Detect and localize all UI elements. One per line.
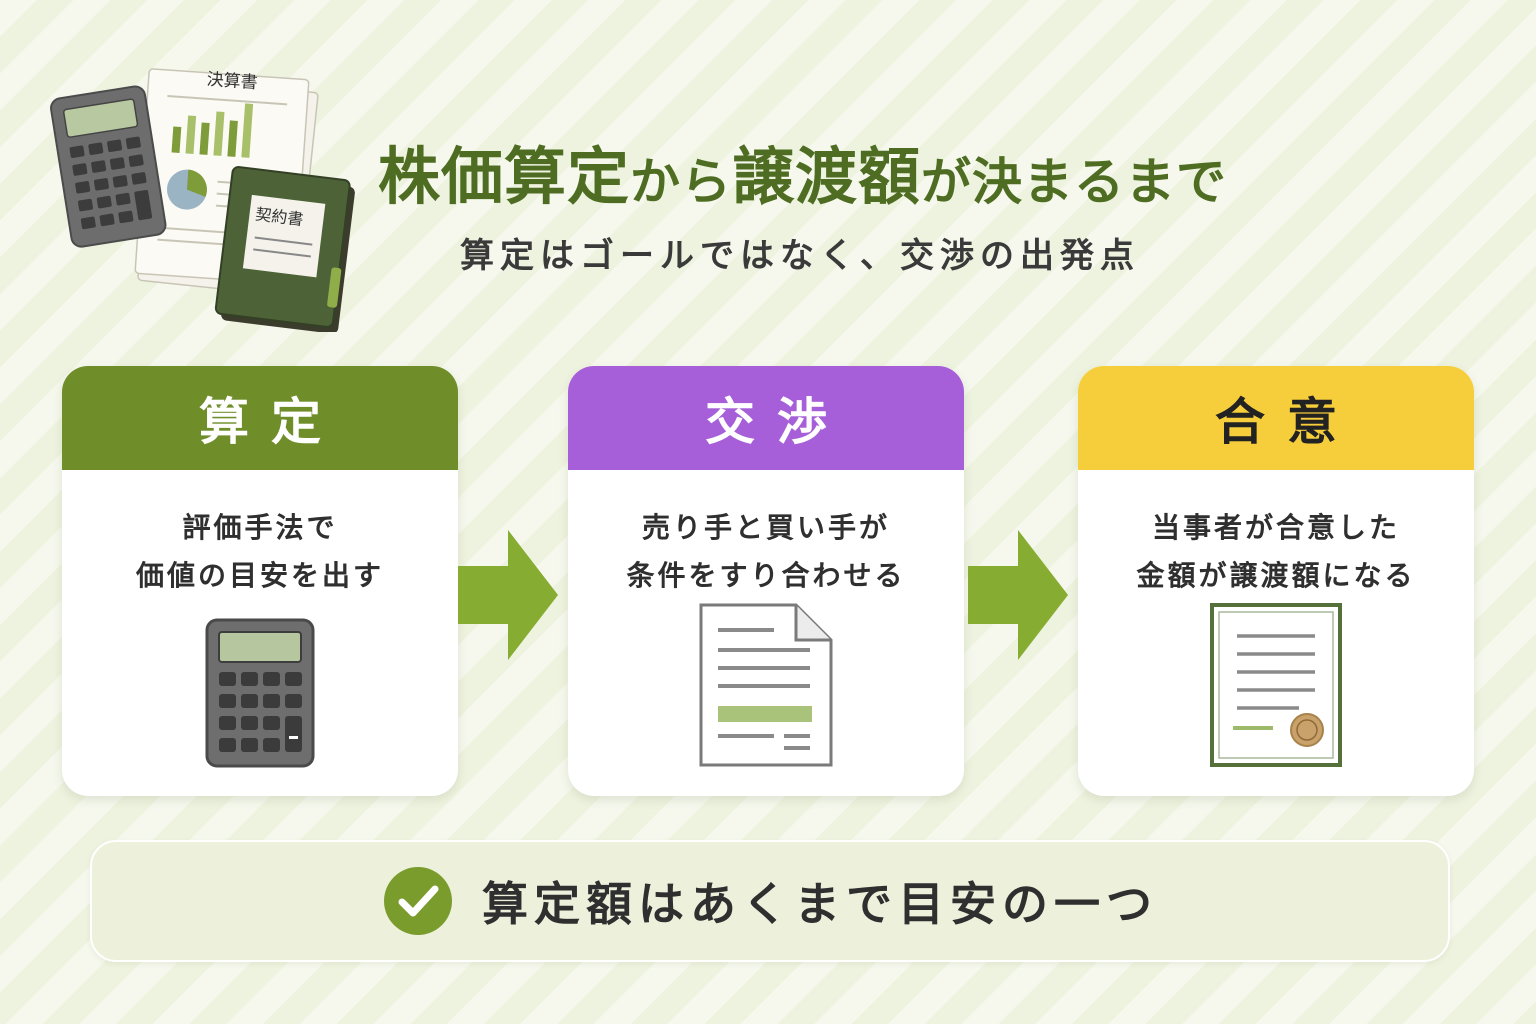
title-part-2: から bbox=[630, 152, 733, 211]
step-description: 当事者が合意した 金額が譲渡額になる bbox=[1078, 504, 1474, 600]
step-desc-line-2: 価値の目安を出す bbox=[135, 559, 384, 592]
title-part-4: が決まるまで bbox=[921, 152, 1228, 211]
step-label: 合意 bbox=[1215, 393, 1359, 451]
certificate-icon bbox=[1210, 603, 1342, 767]
step-label: 交渉 bbox=[705, 393, 849, 451]
calculator-icon bbox=[50, 85, 167, 248]
step-desc-line-1: 評価手法で bbox=[182, 511, 338, 544]
page-subtitle: 算定はゴールではなく、交渉の出発点 bbox=[460, 236, 1140, 276]
title-part-1: 株価算定 bbox=[378, 140, 631, 213]
step-desc-line-2: 金額が譲渡額になる bbox=[1136, 559, 1416, 592]
check-circle-icon bbox=[384, 867, 452, 935]
step-desc-line-1: 売り手と買い手が bbox=[641, 511, 890, 544]
calculator-icon bbox=[205, 618, 315, 768]
step-desc-line-1: 当事者が合意した bbox=[1151, 511, 1400, 544]
document-icon bbox=[699, 603, 833, 767]
step-header: 交渉 bbox=[568, 366, 964, 470]
step-label: 算定 bbox=[199, 393, 343, 451]
arrow-right-icon bbox=[968, 530, 1068, 660]
title-part-3: 譲渡額 bbox=[732, 140, 922, 213]
documents-illustration: 決算書 bbox=[50, 68, 355, 332]
report-label: 決算書 bbox=[206, 70, 258, 94]
step-card-calculation: 算定 評価手法で 価値の目安を出す bbox=[62, 366, 458, 796]
step-card-agreement: 合意 当事者が合意した 金額が譲渡額になる bbox=[1078, 366, 1474, 796]
step-description: 評価手法で 価値の目安を出す bbox=[62, 504, 458, 600]
conclusion-banner: 算定額はあくまで目安の一つ bbox=[90, 840, 1450, 962]
contract-book-icon: 契約書 bbox=[214, 166, 355, 332]
step-header: 算定 bbox=[62, 366, 458, 470]
step-card-negotiation: 交渉 売り手と買い手が 条件をすり合わせる bbox=[568, 366, 964, 796]
step-desc-line-2: 条件をすり合わせる bbox=[626, 559, 906, 592]
step-header: 合意 bbox=[1078, 366, 1474, 470]
conclusion-text: 算定額はあくまで目安の一つ bbox=[482, 877, 1158, 931]
step-description: 売り手と買い手が 条件をすり合わせる bbox=[568, 504, 964, 600]
arrow-right-icon bbox=[458, 530, 558, 660]
page-title: 株価算定 から 譲渡額 が決まるまで bbox=[378, 112, 1458, 208]
